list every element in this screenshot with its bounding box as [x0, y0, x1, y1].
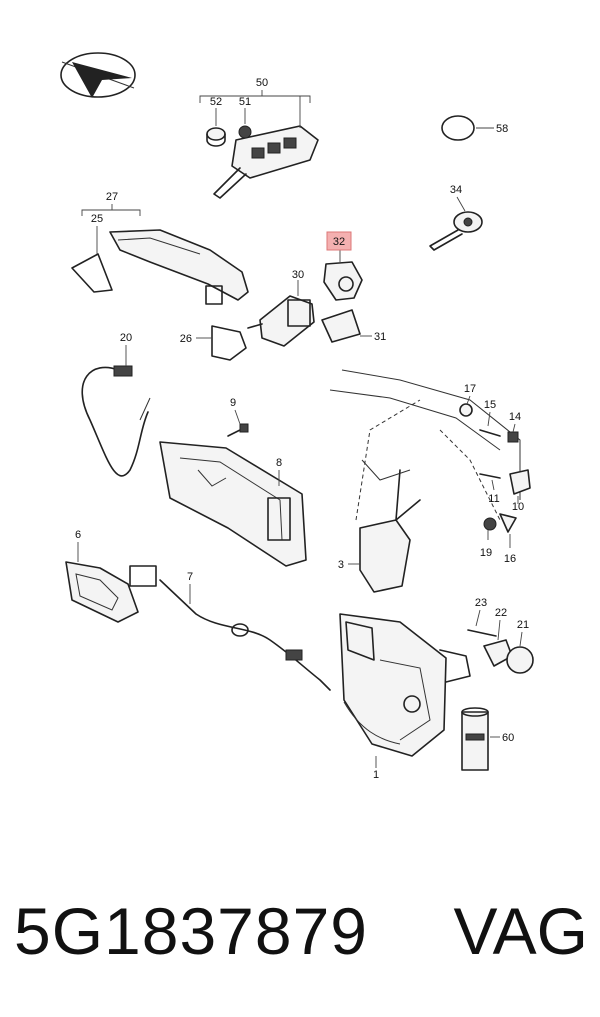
release-cable-part [159, 579, 331, 691]
callout-label: 15 [484, 399, 496, 411]
callout-label: 17 [464, 383, 476, 395]
callout-label: 11 [488, 493, 499, 505]
callout-label-highlighted: 32 [333, 236, 345, 248]
callout-label: 27 [106, 191, 118, 203]
callout-label: 9 [230, 397, 236, 409]
callout-label: 26 [180, 333, 192, 345]
callout-label: 52 [210, 96, 222, 108]
callout-label: 20 [120, 332, 132, 344]
door-handle-part [109, 229, 249, 305]
door-lock-actuator-part [339, 613, 471, 757]
callout-label: 16 [504, 553, 516, 565]
carrier-bracket-part [159, 441, 307, 567]
lock-cylinder-part [247, 295, 315, 347]
screw-19-part [483, 517, 497, 531]
grease-can-part [461, 707, 489, 771]
plug-part [459, 403, 473, 417]
callout-label: 21 [517, 619, 529, 631]
bowden-cable-part [81, 365, 151, 477]
callout-label: 6 [75, 529, 81, 541]
cap-10-part [509, 469, 531, 495]
nut-part [238, 125, 252, 139]
orientation-logo-icon [60, 52, 136, 98]
bracket-50 [199, 95, 311, 103]
callout-label: 8 [276, 457, 282, 469]
bolt-part [479, 429, 501, 437]
cover-cap-part [323, 261, 363, 301]
callout-label: 50 [256, 77, 268, 89]
callout-label: 10 [512, 501, 524, 513]
callout-label: 34 [450, 184, 462, 196]
emergency-key-part [429, 211, 483, 251]
callout-label: 30 [292, 269, 304, 281]
battery-part [206, 127, 226, 147]
handle-gasket-part [71, 253, 113, 293]
interior-handle-part [65, 561, 157, 623]
part-number: 5G1837879 [14, 894, 368, 968]
callout-label: 58 [496, 123, 508, 135]
handle-cap-part [321, 309, 361, 343]
callout-label: 25 [91, 213, 103, 225]
callout-label: 31 [374, 331, 386, 343]
callout-label: 22 [495, 607, 507, 619]
screw-11-part [479, 473, 501, 479]
cap-16-part [499, 513, 517, 533]
exploded-parts-diagram: 50 52 51 58 27 25 34 32 30 26 31 20 17 1… [60, 52, 534, 781]
clip-part [507, 431, 519, 443]
seal-ring-part [441, 115, 475, 141]
door-frame-section [329, 369, 521, 521]
brand-label: VAG [453, 894, 588, 968]
callout-label: 60 [502, 732, 514, 744]
callout-label: 19 [480, 547, 492, 559]
key-fob-part [213, 125, 319, 199]
callout-label: 23 [475, 597, 487, 609]
highlight-box [326, 231, 352, 251]
callout-label: 3 [338, 559, 344, 571]
callout-label: 51 [239, 96, 251, 108]
callout-label: 14 [509, 411, 521, 423]
callout-label: 1 [373, 769, 379, 781]
lock-bracket-part [359, 519, 411, 593]
screw-part [227, 423, 249, 437]
bolt-23-part [467, 629, 497, 637]
callout-label: 7 [187, 571, 193, 583]
striker-21-part [506, 646, 534, 674]
cylinder-cover-part [211, 325, 247, 361]
